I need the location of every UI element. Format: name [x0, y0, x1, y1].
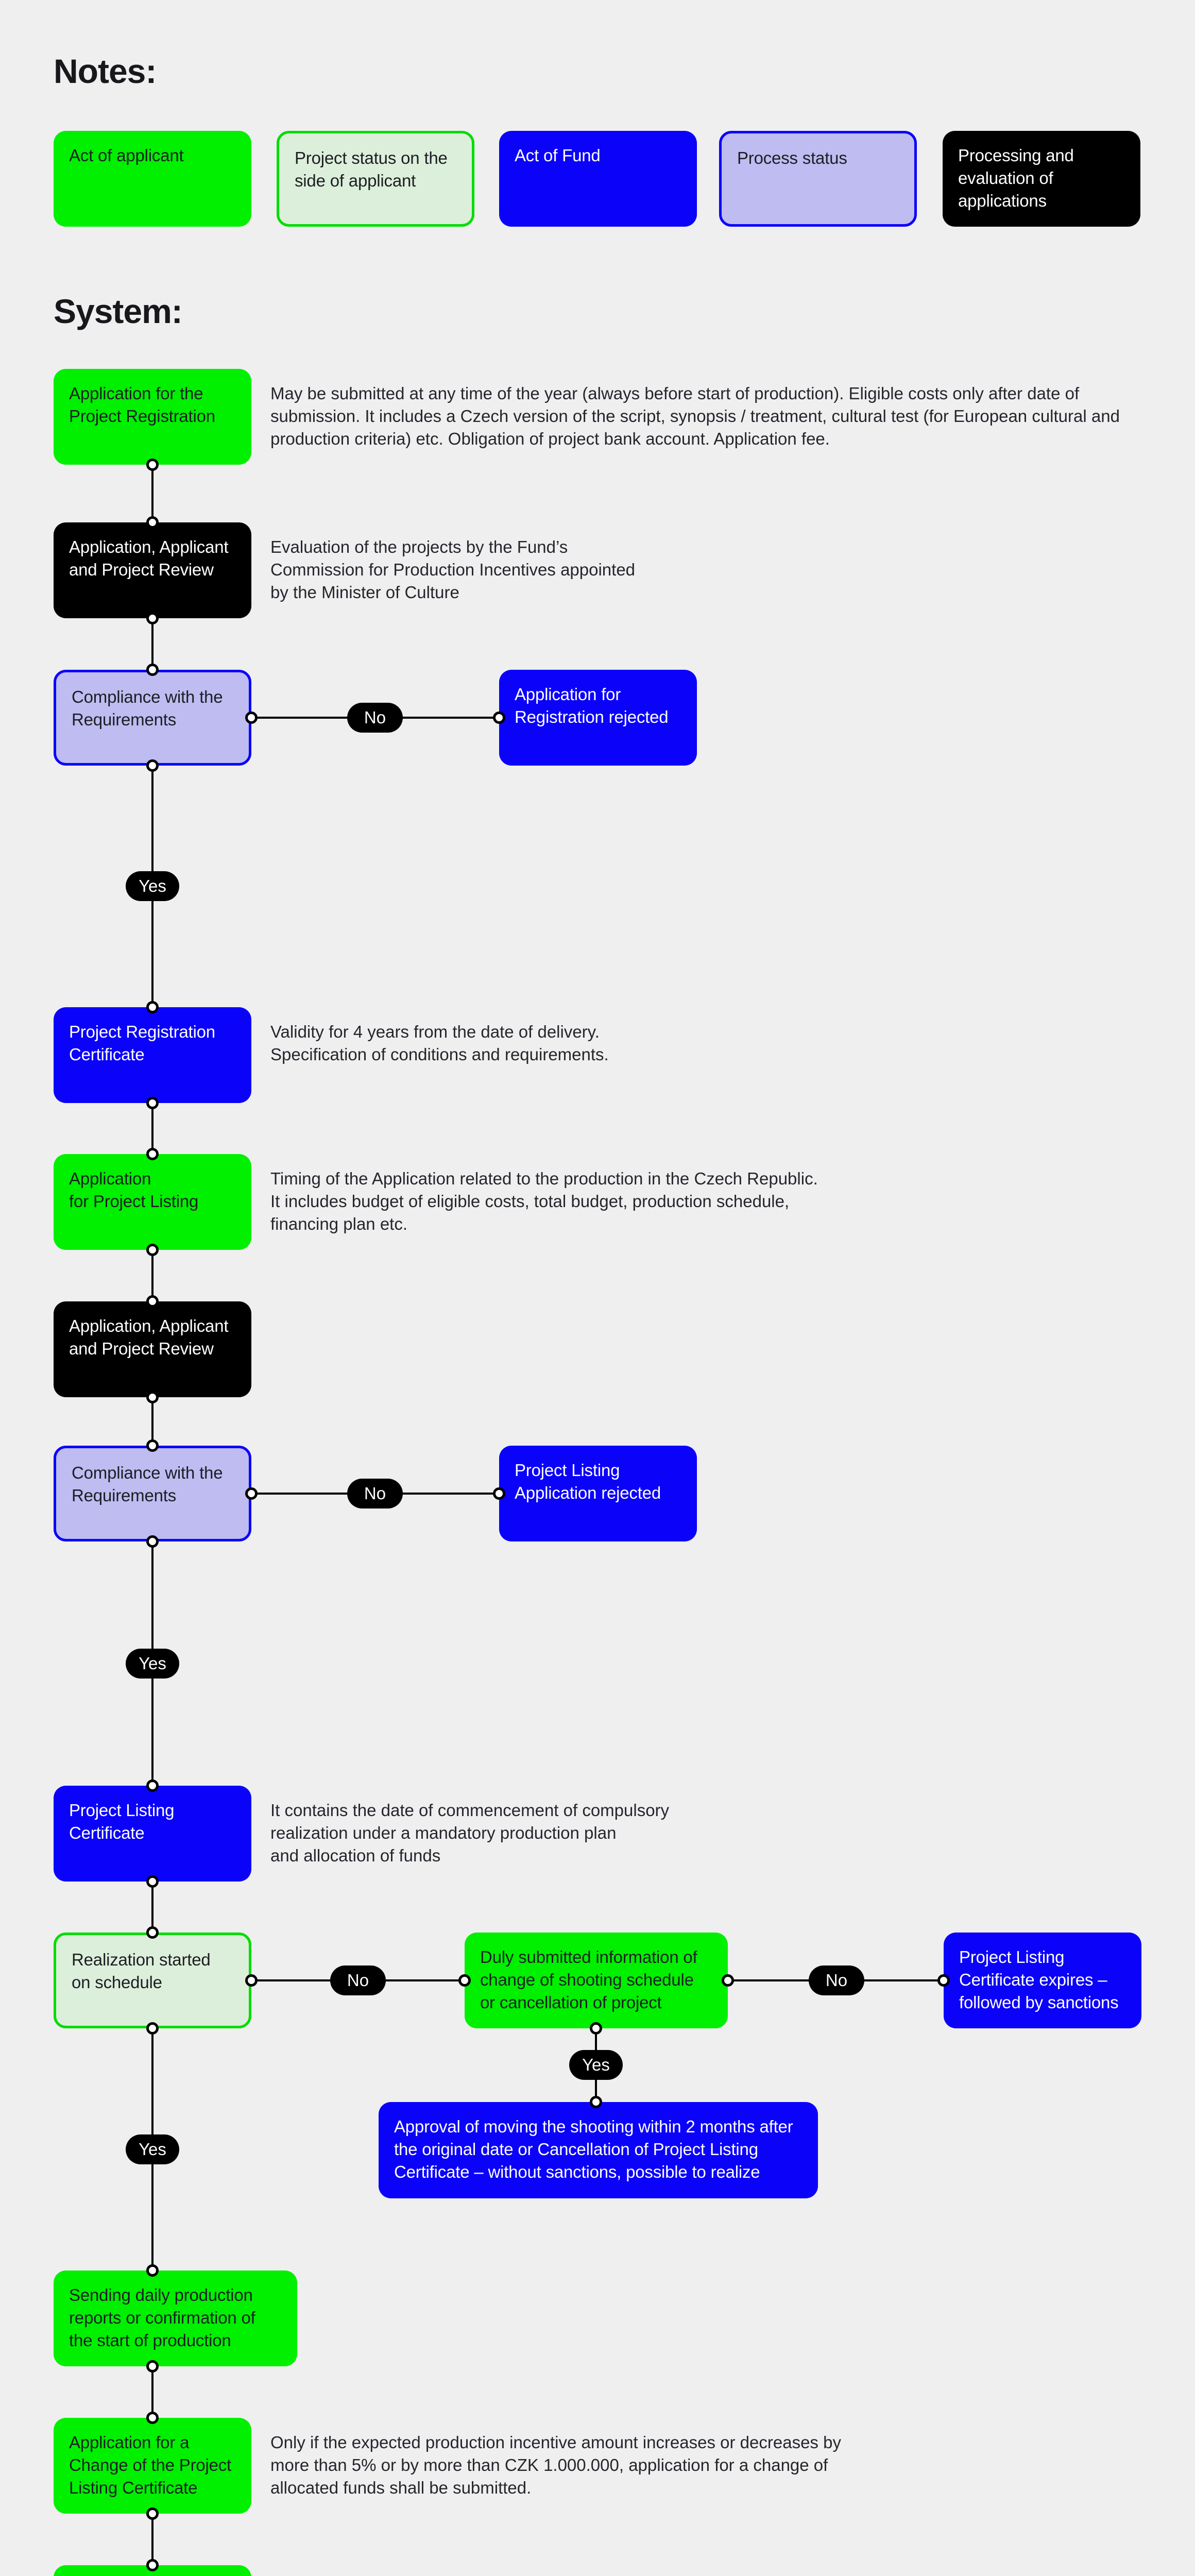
edge-line	[151, 2514, 153, 2565]
yes-pill: Yes	[569, 2050, 623, 2080]
node-application-change-certificate: Application for a Change of the Project …	[54, 2418, 251, 2514]
connector-dot	[146, 2360, 159, 2372]
connector-dot	[146, 2264, 159, 2277]
node-project-registration-certificate: Project Registration Certificate	[54, 1007, 251, 1103]
node-application-project-registration: Application for the Project Registration	[54, 369, 251, 465]
connector-dot	[493, 1487, 505, 1500]
connector-dot	[146, 1439, 159, 1452]
node-review-1: Application, Applicant and Project Revie…	[54, 522, 251, 618]
no-pill: No	[330, 1965, 386, 1995]
connector-dot	[146, 1097, 159, 1109]
connector-dot	[245, 711, 258, 724]
connector-dot	[146, 2559, 159, 2571]
connector-dot	[146, 612, 159, 624]
connector-dot	[590, 2096, 602, 2108]
legend-act-of-fund: Act of Fund	[499, 131, 697, 227]
node-application-project-listing: Application for Project Listing	[54, 1154, 251, 1250]
connector-dot	[245, 1974, 258, 1987]
connector-dot	[146, 2412, 159, 2424]
no-pill: No	[347, 1479, 403, 1509]
node-certificate-expires-sanctions: Project Listing Certificate expires – fo…	[944, 1933, 1141, 2028]
system-heading: System:	[54, 292, 183, 330]
yes-pill: Yes	[126, 871, 179, 901]
connector-dot	[146, 1391, 159, 1403]
node-review-2: Application, Applicant and Project Revie…	[54, 1301, 251, 1397]
edge-line	[151, 1882, 153, 1933]
edge-line	[151, 1250, 153, 1301]
description-text: Validity for 4 years from the date of de…	[270, 1022, 609, 1064]
node-duly-submitted-information: Duly submitted information of change of …	[465, 1933, 728, 2028]
connector-dot	[245, 1487, 258, 1500]
legend-act-of-applicant: Act of applicant	[54, 131, 251, 227]
connector-dot	[146, 1535, 159, 1548]
connector-dot	[146, 664, 159, 676]
node-realization-started: Realization started on schedule	[54, 1933, 251, 2028]
node-sending-daily-reports: Sending daily production reports or conf…	[54, 2270, 297, 2366]
connector-dot	[146, 1926, 159, 1939]
description-text: Timing of the Application related to the…	[270, 1169, 818, 1233]
connector-dot	[590, 2022, 602, 2035]
connector-dot	[146, 1875, 159, 1888]
node-approval-moving-shooting: Approval of moving the shooting within 2…	[379, 2102, 818, 2198]
connector-dot	[146, 1780, 159, 1792]
connector-dot	[146, 459, 159, 471]
edge-line	[151, 2366, 153, 2418]
legend-project-status-applicant: Project status on the side of applicant	[277, 131, 474, 227]
legend-processing-evaluation: Processing and evaluation of application…	[943, 131, 1140, 227]
node-project-listing-certificate: Project Listing Certificate	[54, 1786, 251, 1882]
description-text: May be submitted at any time of the year…	[270, 384, 1120, 448]
no-pill: No	[347, 703, 403, 733]
edge-line	[151, 1397, 153, 1446]
description-text: Only if the expected production incentiv…	[270, 2433, 841, 2497]
connector-dot	[722, 1974, 734, 1987]
no-pill: No	[809, 1965, 864, 1995]
node-registration-rejected: Application for Registration rejected	[499, 670, 697, 766]
connector-dot	[146, 759, 159, 772]
connector-dot	[493, 711, 505, 724]
description-text: Evaluation of the projects by the Fund’s…	[270, 537, 636, 602]
edge-line	[151, 465, 153, 522]
connector-dot	[458, 1974, 471, 1987]
connector-dot	[146, 516, 159, 529]
yes-pill: Yes	[126, 2134, 179, 2164]
legend-process-status: Process status	[719, 131, 917, 227]
connector-dot	[146, 1001, 159, 1013]
connector-dot	[937, 1974, 950, 1987]
notes-heading: Notes:	[54, 52, 157, 90]
edge-line	[151, 1103, 153, 1154]
description-text: It contains the date of commencement of …	[270, 1801, 670, 1865]
connector-dot	[146, 1244, 159, 1256]
yes-pill: Yes	[126, 1649, 179, 1679]
node-listing-rejected: Project Listing Application rejected	[499, 1446, 697, 1541]
connector-dot	[146, 2507, 159, 2520]
connector-dot	[146, 1148, 159, 1160]
edge-line	[151, 618, 153, 670]
node-compliance-1: Compliance with the Requirements	[54, 670, 251, 766]
node-compliance-2: Compliance with the Requirements	[54, 1446, 251, 1541]
connector-dot	[146, 1295, 159, 1308]
connector-dot	[146, 2022, 159, 2035]
